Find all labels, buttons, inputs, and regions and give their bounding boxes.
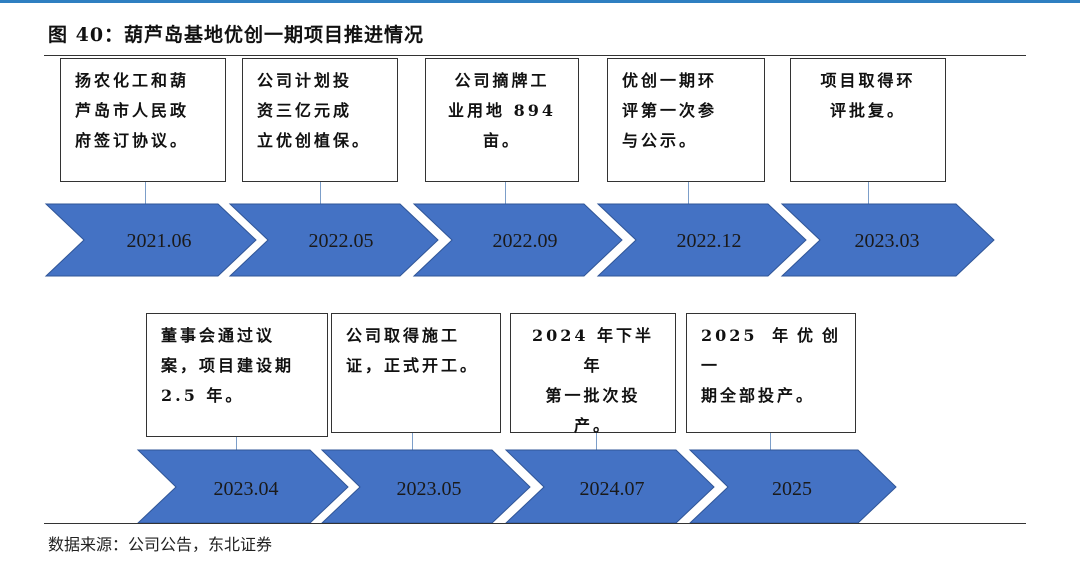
bottom-rule: [44, 523, 1026, 524]
date-label-2024-07: 2024.07: [580, 478, 645, 500]
event-box-2023-05: 公司取得施工 证，正式开工。: [331, 313, 501, 433]
date-label-2022-09: 2022.09: [493, 230, 558, 252]
date-label-2023-04: 2023.04: [214, 478, 279, 500]
connector-line: [688, 182, 689, 204]
figure-title: 图 40：葫芦岛基地优创一期项目推进情况: [48, 24, 425, 46]
event-box-2022-09: 公司摘牌工 业用地 894 亩。: [425, 58, 579, 182]
date-label-2022-12: 2022.12: [677, 230, 742, 252]
connector-line: [868, 182, 869, 204]
connector-line: [596, 433, 597, 450]
event-box-2023-04: 董事会通过议 案，项目建设期 2.5 年。: [146, 313, 328, 437]
event-box-2022-12: 优创一期环 评第一次参 与公示。: [607, 58, 765, 182]
date-label-2023-03: 2023.03: [855, 230, 920, 252]
top-accent-rule: [0, 0, 1080, 3]
chevron-2022-12: [596, 203, 807, 277]
date-label-2021-06: 2021.06: [127, 230, 192, 252]
connector-line: [236, 437, 237, 450]
connector-line: [505, 182, 506, 204]
title-underline: [44, 55, 1026, 56]
date-label-2025: 2025: [772, 478, 812, 500]
event-box-2024-07: 2024 年下半年 第一批次投 产。: [510, 313, 676, 435]
event-box-2022-05: 公司计划投 资三亿元成 立优创植保。: [242, 58, 398, 182]
chevron-2022-05: [228, 203, 439, 277]
connector-line: [145, 182, 146, 204]
chevron-2021-06: [44, 203, 257, 277]
chevron-2022-09: [412, 203, 623, 277]
connector-line: [412, 433, 413, 450]
chevron-2023-03: [780, 203, 995, 277]
connector-line: [320, 182, 321, 204]
event-box-2023-03: 项目取得环 评批复。: [790, 58, 946, 182]
event-box-2025: 2025 年优创一 期全部投产。: [686, 313, 856, 433]
data-source: 数据来源：公司公告，东北证券: [48, 535, 273, 554]
connector-line: [770, 433, 771, 450]
date-label-2022-05: 2022.05: [309, 230, 374, 252]
date-label-2023-05: 2023.05: [397, 478, 462, 500]
event-box-2021-06: 扬农化工和葫 芦岛市人民政 府签订协议。: [60, 58, 226, 182]
